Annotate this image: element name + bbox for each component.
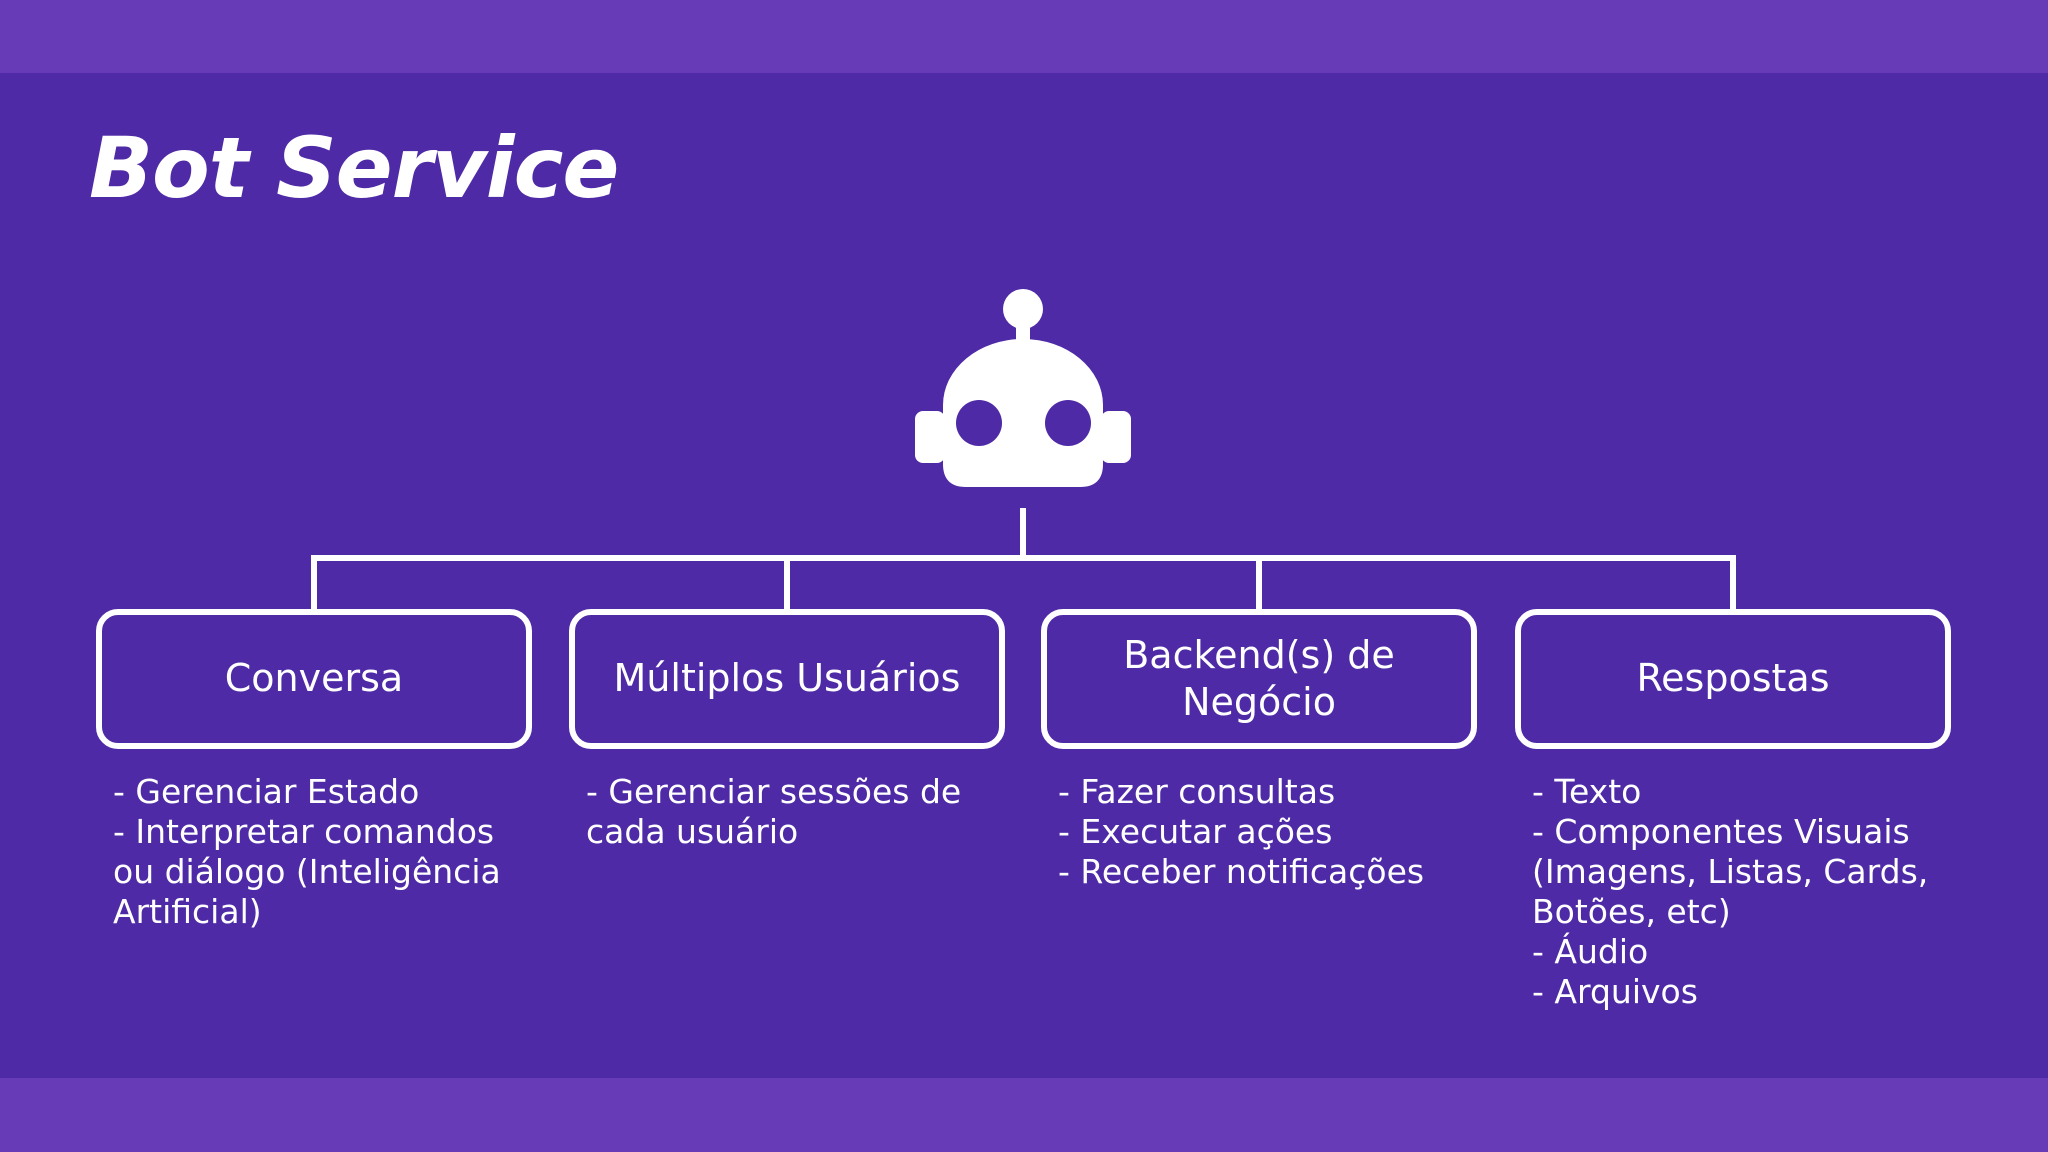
node-label: Conversa bbox=[224, 656, 404, 701]
node-description-respostas: - Texto - Componentes Visuais (Imagens, … bbox=[1532, 772, 1929, 1011]
node-multiplos-usuarios: Múltiplos Usuários bbox=[569, 609, 1005, 749]
node-respostas: Respostas bbox=[1515, 609, 1951, 749]
node-description-conversa: - Gerenciar Estado - Interpretar comando… bbox=[113, 772, 501, 931]
top-band bbox=[0, 0, 2048, 73]
node-description-backends: - Fazer consultas - Executar ações - Rec… bbox=[1058, 772, 1425, 891]
slide-title: Bot Service bbox=[89, 119, 619, 217]
node-description-multiplos-usuarios: - Gerenciar sessões de cada usuário bbox=[586, 772, 962, 851]
node-label: Backend(s) de Negócio bbox=[1123, 632, 1395, 725]
robot-icon bbox=[915, 289, 1131, 487]
bottom-band bbox=[0, 1078, 2048, 1152]
node-label: Respostas bbox=[1636, 656, 1830, 701]
node-label: Múltiplos Usuários bbox=[613, 656, 961, 701]
node-conversa: Conversa bbox=[96, 609, 532, 749]
node-backends-de-negocio: Backend(s) de Negócio bbox=[1041, 609, 1477, 749]
